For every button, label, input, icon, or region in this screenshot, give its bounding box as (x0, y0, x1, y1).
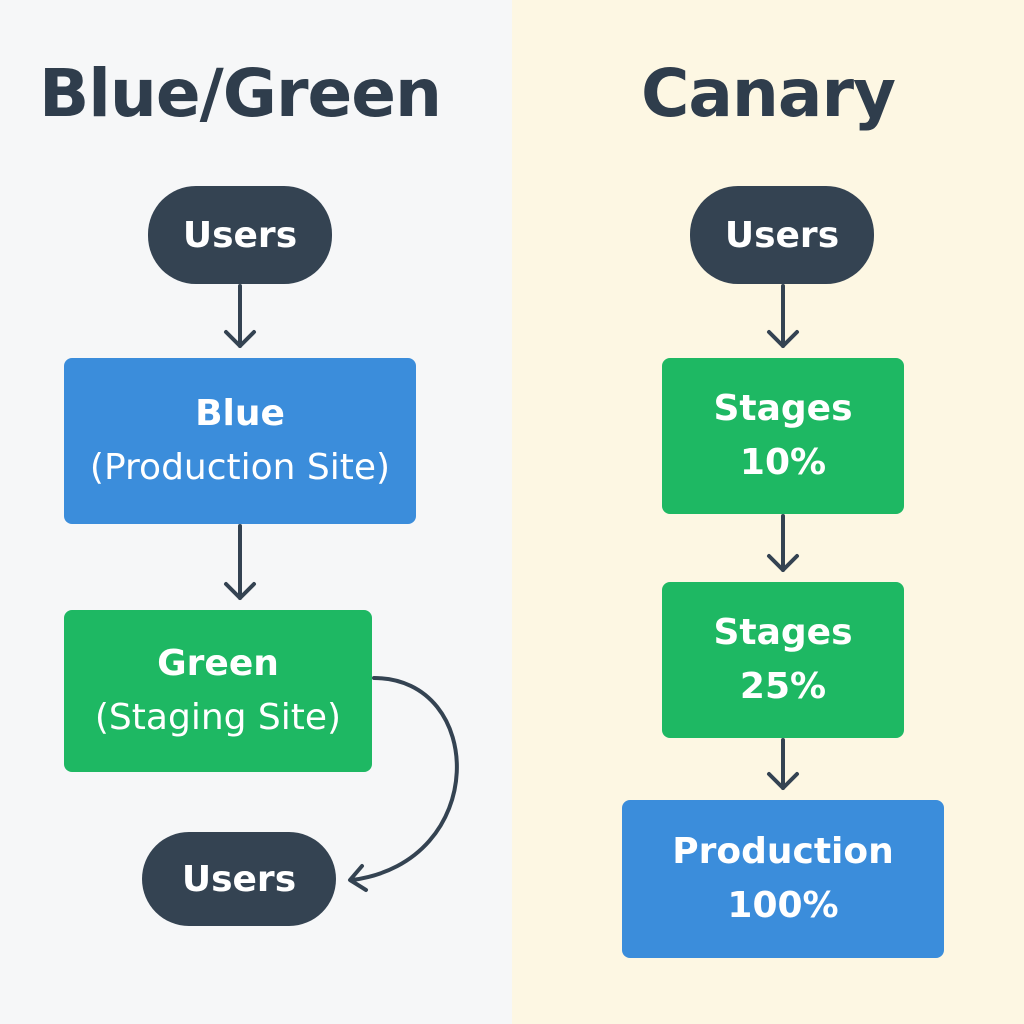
arrow-users-to-stage10 (767, 284, 799, 348)
canary-title: Canary (640, 55, 896, 132)
blue-production-box: Blue (Production Site) (64, 358, 416, 524)
arrow-users-to-blue (224, 284, 256, 348)
stage-25-title: Stages (713, 612, 853, 653)
production-100-box: Production 100% (622, 800, 944, 958)
green-box-subtitle: (Staging Site) (94, 697, 342, 738)
arrow-stage25-to-production (767, 738, 799, 790)
production-percent: 100% (727, 885, 839, 926)
stage-10-box: Stages 10% (662, 358, 904, 514)
stage-10-title: Stages (713, 388, 853, 429)
arrow-green-to-users (348, 676, 459, 892)
right-users-node: Users (690, 186, 874, 284)
arrow-blue-to-green (224, 524, 256, 600)
stage-10-percent: 10% (739, 442, 827, 483)
blue-box-title: Blue (195, 393, 285, 434)
stage-25-box: Stages 25% (662, 582, 904, 738)
green-box-title: Green (157, 643, 279, 684)
stage-25-percent: 25% (739, 666, 827, 707)
blue-box-subtitle: (Production Site) (89, 447, 391, 488)
left-users-node: Users (148, 186, 332, 284)
left-bottom-users-node: Users (142, 832, 336, 926)
production-title: Production (672, 831, 894, 872)
green-staging-box: Green (Staging Site) (64, 610, 372, 772)
blue-green-title: Blue/Green (38, 55, 442, 132)
arrow-stage10-to-stage25 (767, 514, 799, 572)
